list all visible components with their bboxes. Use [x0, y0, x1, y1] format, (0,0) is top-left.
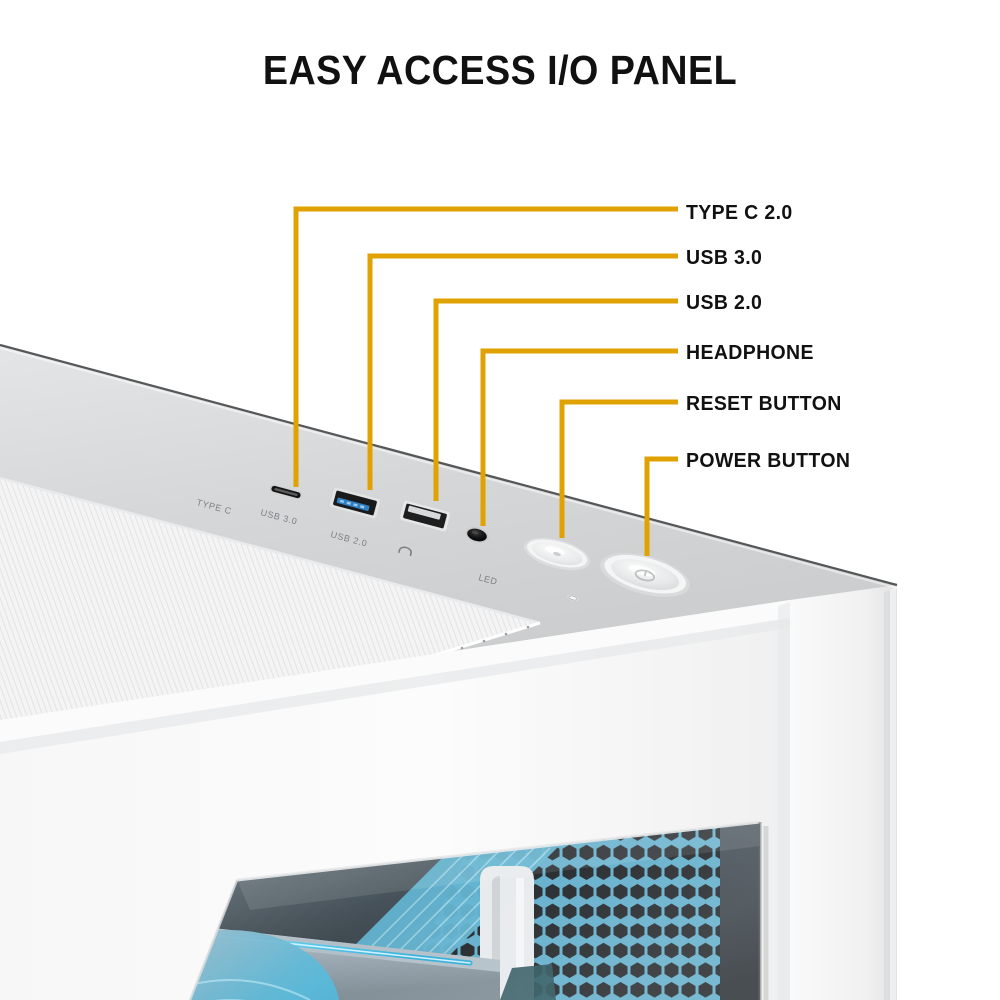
front-top-lip: [0, 600, 790, 754]
page-title: EASY ACCESS I/O PANEL: [262, 47, 738, 93]
callout-leader-usb-20: [433, 298, 678, 501]
power-button-cap: [600, 553, 690, 597]
type-c-port: [269, 484, 303, 500]
led-indicator: [567, 594, 579, 602]
case-side-face: [790, 585, 897, 1000]
io-ports: [269, 484, 489, 543]
headphone-jack: [465, 527, 489, 543]
callout-leader-headphone: [480, 348, 678, 526]
callout-label-usb-20: USB 2.0: [686, 291, 763, 314]
callout-label-power-button: POWER BUTTON: [686, 449, 851, 472]
callout-label-type-c: TYPE C 2.0: [686, 201, 793, 224]
headphone-mark: [398, 546, 412, 557]
usb-30-port: [329, 487, 381, 519]
callout-leader-reset-button: [559, 399, 678, 538]
io-buttons: [523, 537, 690, 602]
callout-label-usb-30: USB 3.0: [686, 246, 763, 269]
callout-leader-power-button: [644, 456, 678, 556]
callout-label-reset-button: RESET BUTTON: [686, 392, 842, 415]
reset-button-cap: [523, 537, 591, 571]
power-icon: [634, 569, 656, 582]
callout-leader-usb-30: [367, 253, 678, 490]
callout-leader-type-c: [293, 206, 678, 487]
usb-20-port: [399, 500, 451, 532]
callout-label-headphone: HEADPHONE: [686, 341, 814, 364]
led-mark: LED: [477, 572, 498, 587]
